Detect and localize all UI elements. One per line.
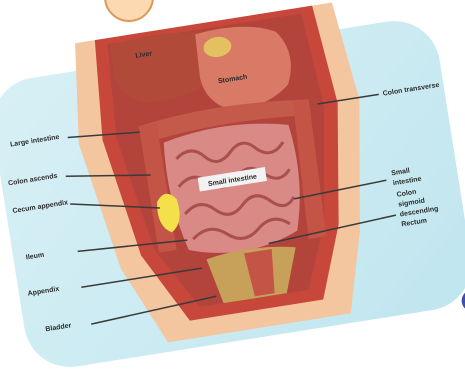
label-sigmoid: sigmoid — [398, 197, 426, 208]
label-colon-transverse: Colon transverse — [382, 82, 440, 98]
label-intestine: intestine — [392, 176, 422, 187]
label-colon-ascends: Colon ascends — [8, 173, 58, 188]
anatomy-illustration: Small intestine Stomach Liver Large inte… — [0, 0, 465, 365]
label-bladder: Bladder — [45, 322, 72, 333]
label-appendix: Appendix — [27, 286, 60, 298]
label-colon: Colon — [396, 189, 417, 199]
label-large-intestine: Large intestine — [10, 134, 60, 149]
label-cecum: Cecum appendix — [12, 199, 69, 215]
label-rectum: Rectum — [401, 217, 427, 228]
label-small: Small — [391, 167, 411, 177]
label-ileum: Ileum — [26, 252, 45, 262]
